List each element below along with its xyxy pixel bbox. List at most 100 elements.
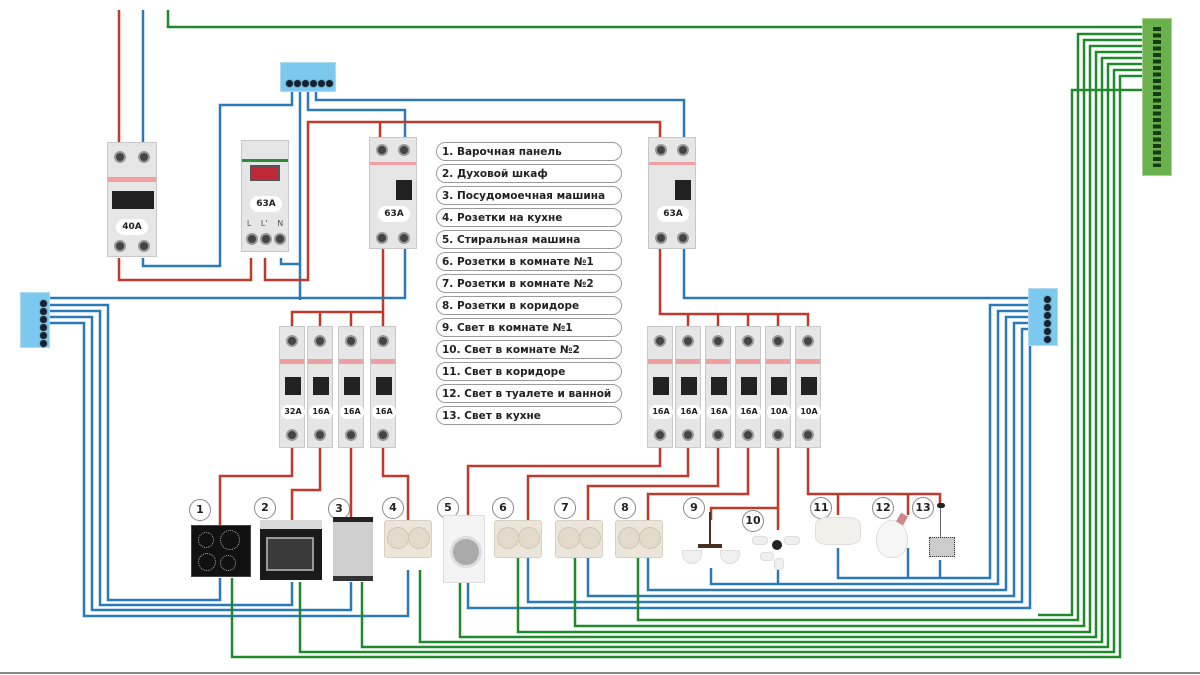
neutral-wire	[836, 303, 1030, 580]
legend-item: 11. Свет в коридоре	[436, 362, 622, 381]
neutral-wire	[526, 327, 1030, 604]
legend-item: 6. Розетки в комнате №1	[436, 252, 622, 271]
legend-item: 2. Духовой шкаф	[436, 164, 622, 183]
phase-wire	[658, 248, 810, 328]
chandelier-icon	[680, 512, 740, 568]
phase-wire	[290, 248, 385, 328]
terminal-label: L'	[260, 219, 268, 228]
right-group-breaker: 10A	[795, 326, 821, 448]
breaker-lever	[801, 377, 817, 395]
legend-item: 1. Варочная панель	[436, 142, 622, 161]
ground-bus-terminals	[1153, 27, 1161, 167]
legend-item: 3. Посудомоечная машина	[436, 186, 622, 205]
socket-icon	[384, 520, 432, 558]
consumer-number: 9	[683, 497, 705, 519]
bulb-icon	[876, 512, 908, 558]
left-group-breaker: 32A	[279, 326, 305, 448]
neutral-wire	[314, 92, 686, 140]
right-group-breaker: 16A	[647, 326, 673, 448]
ground-wire	[418, 56, 1145, 644]
main-breaker: 40A	[107, 142, 157, 257]
neutral-bus-right	[1028, 288, 1058, 346]
left-group-breaker: 16A	[307, 326, 333, 448]
ground-wire	[636, 32, 1145, 622]
phase-wire	[686, 314, 780, 328]
breaker-lever	[285, 377, 301, 395]
neutral-wire	[466, 335, 1032, 610]
phase-wire	[318, 312, 385, 328]
circuit-legend: 1. Варочная панель 2. Духовой шкаф 3. По…	[436, 142, 622, 428]
right-group-breaker: 16A	[705, 326, 731, 448]
socket-icon	[494, 520, 542, 558]
breaker-rating: 16A	[340, 405, 364, 419]
neutral-wire	[40, 248, 407, 300]
ground-bus	[1142, 18, 1172, 176]
ground-wire	[1038, 88, 1145, 617]
phase-wire	[586, 448, 720, 525]
breaker-rating: 16A	[707, 405, 731, 419]
terminal-label: N	[277, 219, 284, 228]
breaker-rating: 32A	[281, 405, 305, 419]
breaker-lever	[313, 377, 329, 395]
rcd-right-rating: 63A	[657, 206, 689, 222]
neutral-bus-left	[20, 292, 50, 348]
main-breaker-rating: 40A	[116, 219, 148, 235]
socket-icon	[555, 520, 603, 558]
legend-item: 5. Стиральная машина	[436, 230, 622, 249]
pendant-lamp-icon	[928, 503, 955, 559]
legend-item: 13. Свет в кухне	[436, 406, 622, 425]
consumer-number: 6	[492, 497, 514, 519]
right-group-breaker: 10A	[765, 326, 791, 448]
input-ground-wire	[166, 10, 1145, 29]
breaker-rating: 16A	[677, 405, 701, 419]
consumer-number: 2	[254, 497, 276, 519]
oven-icon	[260, 520, 322, 580]
ground-wire	[360, 62, 1145, 649]
socket-icon	[615, 520, 663, 558]
phase-wire	[709, 448, 780, 520]
consumer-number: 12	[872, 497, 894, 519]
phase-wire	[836, 494, 910, 515]
phase-wire	[646, 448, 750, 525]
phase-wire	[381, 448, 410, 528]
neutral-wire	[141, 92, 294, 268]
cooktop-icon	[191, 525, 251, 577]
left-group-breaker: 16A	[370, 326, 396, 448]
legend-item: 10. Свет в комнате №2	[436, 340, 622, 359]
phase-wire	[466, 448, 662, 515]
neutral-wire	[306, 92, 407, 140]
washing-machine-icon	[443, 515, 485, 583]
breaker-lever	[741, 377, 757, 395]
consumer-number: 8	[614, 497, 636, 519]
neutral-wire	[279, 258, 300, 266]
ground-wire	[230, 74, 1145, 659]
legend-item: 8. Розетки в коридоре	[436, 296, 622, 315]
phase-wire	[117, 258, 253, 282]
breaker-lever	[653, 377, 669, 395]
consumer-number: 11	[810, 497, 832, 519]
rcd-left: 63A	[369, 137, 417, 249]
ground-wire	[458, 50, 1145, 639]
breaker-lever	[344, 377, 360, 395]
phase-wire	[806, 448, 942, 505]
voltage-relay: 63A L L' N	[241, 140, 289, 252]
rcd-left-rating: 63A	[378, 206, 410, 222]
breaker-rating: 16A	[737, 405, 761, 419]
consumer-number: 13	[912, 497, 934, 519]
neutral-wire	[48, 321, 410, 618]
relay-display	[250, 165, 280, 181]
breaker-rating: 10A	[767, 405, 791, 419]
consumer-number: 7	[554, 497, 576, 519]
neutral-wire	[682, 248, 1030, 300]
ground-wire	[573, 38, 1145, 628]
ground-wire	[516, 44, 1145, 634]
neutral-wire	[646, 315, 1030, 592]
phase-wire	[218, 448, 294, 528]
breaker-lever	[376, 377, 392, 395]
relay-terminal-labels: L L' N	[242, 219, 288, 228]
ceiling-lamp-icon	[815, 517, 861, 545]
breaker-lever	[771, 377, 787, 395]
neutral-wire	[48, 309, 294, 607]
neutral-wire	[48, 303, 222, 602]
